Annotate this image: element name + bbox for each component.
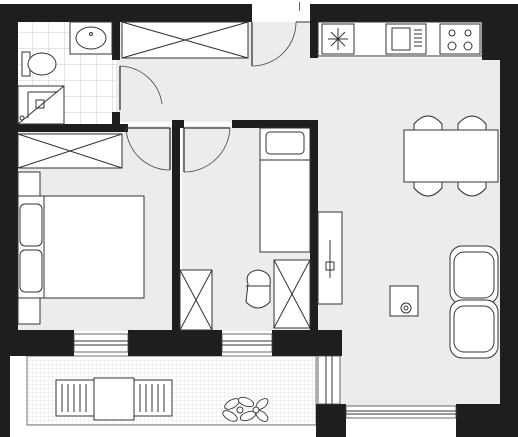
window-bedroom — [73, 333, 129, 353]
kids-chair — [245, 269, 271, 309]
bedroom-door — [125, 127, 171, 171]
wall-left — [0, 4, 18, 354]
window-living-bottom — [345, 405, 457, 419]
north-marker: | — [298, 2, 301, 12]
bedroom-furniture — [17, 133, 145, 325]
kitchen-sink — [385, 23, 427, 55]
dining-set — [403, 115, 499, 197]
dining-table — [403, 129, 499, 183]
dining-chair — [413, 115, 443, 133]
bathroom-fixtures — [17, 21, 113, 125]
bathroom-door — [119, 65, 163, 110]
hallway-wardrobe — [121, 21, 249, 59]
living-furniture — [317, 211, 499, 359]
wall-bath-bed — [0, 124, 128, 132]
entry-door — [251, 21, 310, 67]
dining-chair — [413, 179, 443, 197]
dining-chair — [457, 179, 487, 197]
wall-bottom-left — [0, 330, 74, 356]
pillow — [265, 131, 305, 155]
wall-bottom-mid — [128, 330, 222, 356]
toilet — [21, 51, 57, 77]
pillow — [19, 203, 43, 247]
kids-room-door — [183, 127, 231, 173]
plant-icon — [222, 396, 269, 422]
wall-right — [500, 58, 518, 434]
balcony-table — [93, 377, 135, 421]
fridge — [321, 23, 355, 55]
dining-chair — [457, 115, 487, 133]
balcony-post-left — [0, 354, 10, 437]
window-living-side — [317, 355, 341, 405]
wall-kitchen-stub — [310, 4, 318, 58]
kitchen — [317, 21, 483, 57]
wall-lower-right — [456, 404, 518, 437]
cooktop — [439, 23, 481, 55]
window-kids — [221, 333, 273, 353]
wall-top-right — [310, 4, 518, 22]
wall-bathroom-right-low — [112, 112, 120, 128]
wall-lower-right-post — [316, 404, 346, 437]
floor-lamp — [389, 285, 419, 317]
windows — [73, 333, 457, 419]
kids-room-furniture — [179, 127, 311, 331]
wall-kids-living — [310, 120, 318, 334]
armchair — [449, 299, 499, 359]
wall-top-left — [0, 4, 252, 22]
wall-right-pillar — [482, 4, 518, 60]
wall-bathroom-right — [112, 20, 120, 60]
wall-bottom-right — [272, 330, 342, 356]
living-lower-floor — [343, 340, 458, 407]
wall-bed-kids — [172, 120, 180, 332]
balcony-furniture — [55, 377, 269, 422]
nightstand — [17, 295, 41, 325]
walls — [0, 4, 518, 437]
snowflake-icon — [328, 28, 348, 50]
wall-hall-kids — [232, 120, 316, 128]
pillow — [19, 249, 43, 293]
